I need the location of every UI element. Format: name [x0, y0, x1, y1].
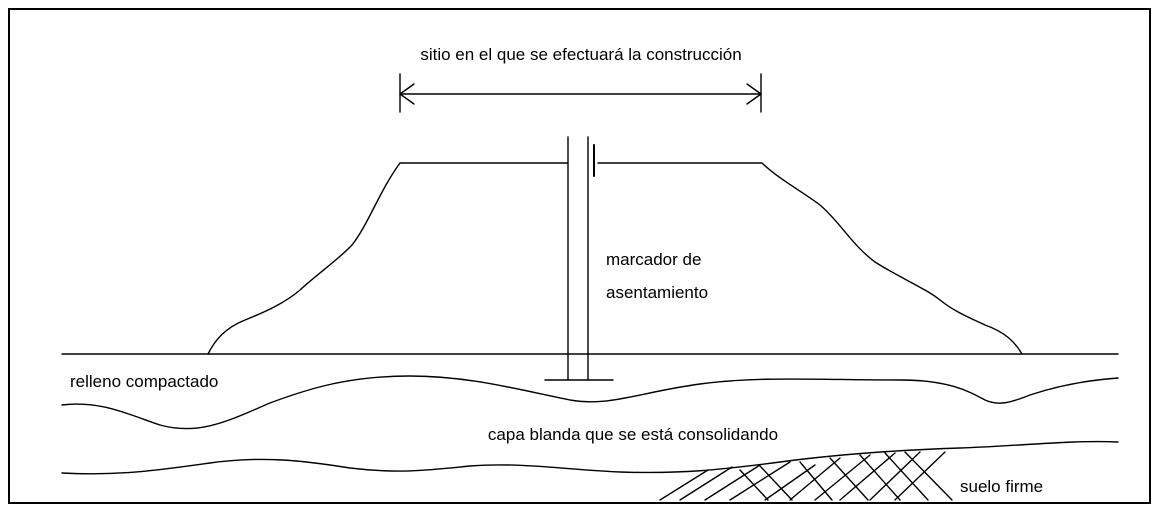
firm-soil-hatching	[659, 451, 953, 501]
fill-soft-layer-boundary	[61, 375, 1119, 430]
settlement-marker-rod	[544, 136, 614, 381]
construction-site-arrow	[399, 73, 762, 113]
embankment-outline	[207, 162, 1023, 355]
construction-site-label: sitio en el que se efectuará la construc…	[420, 45, 741, 64]
diagram-frame	[8, 8, 1151, 504]
compacted-fill-label: relleno compactado	[70, 372, 218, 391]
firm-soil-label: suelo firme	[960, 477, 1043, 496]
soft-layer-label: capa blanda que se está consolidando	[488, 425, 778, 444]
soft-layer-firm-soil-boundary	[61, 440, 1119, 475]
settlement-marker-label-line2: asentamiento	[606, 283, 708, 302]
settlement-marker-label-line1: marcador de	[606, 250, 701, 269]
